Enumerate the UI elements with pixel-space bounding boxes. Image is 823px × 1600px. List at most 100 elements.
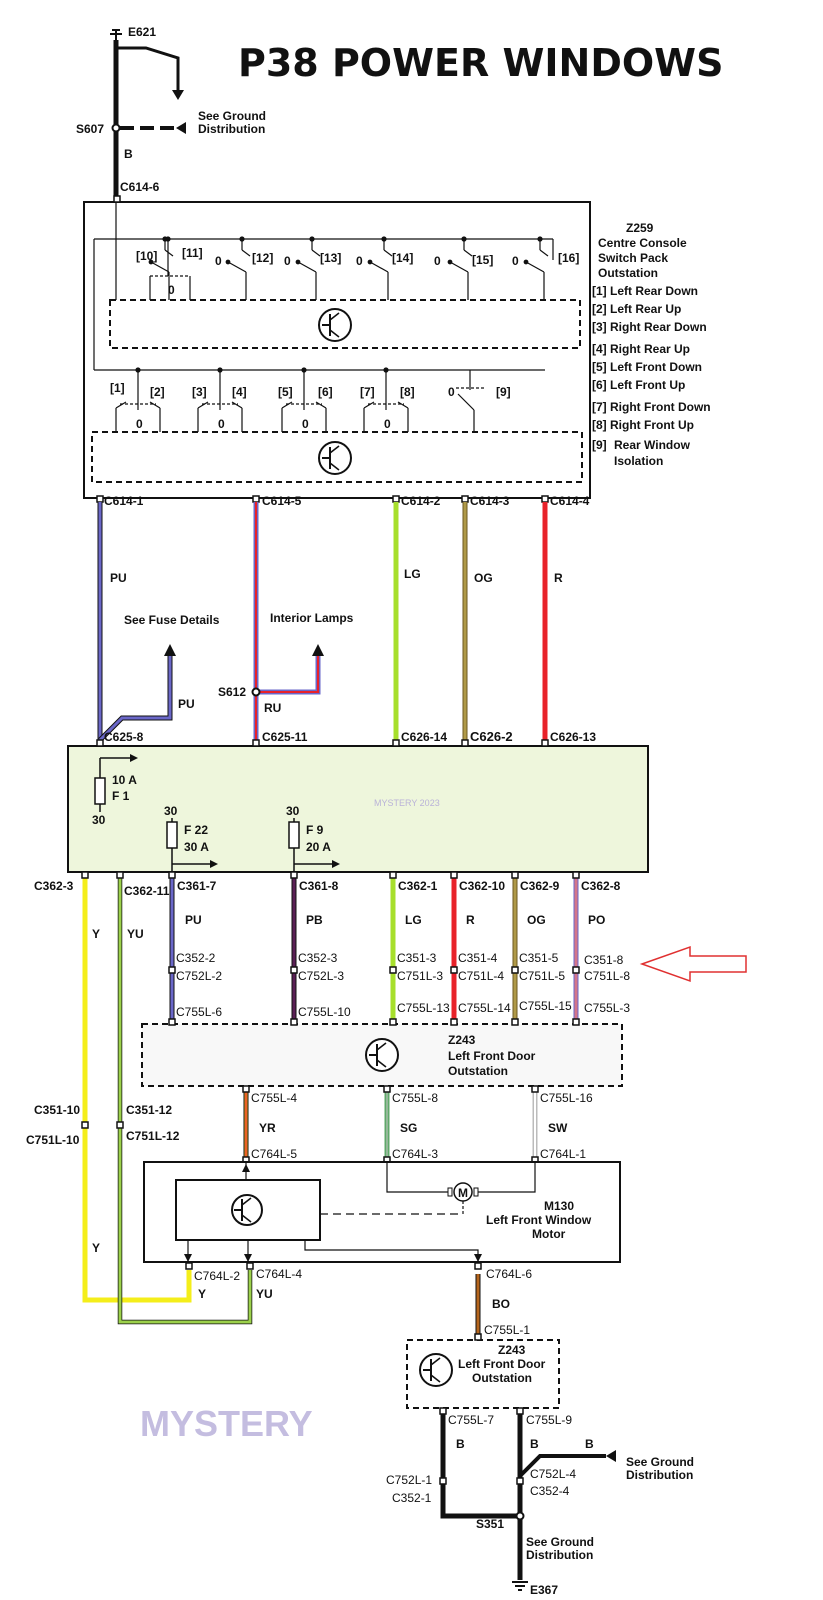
watermark-small: MYSTERY 2023: [374, 798, 440, 808]
c764l-2-label: C764L-2: [194, 1269, 240, 1283]
fuse-box-output-pin-1: [116, 871, 124, 879]
c362-3-label: C362-3: [34, 879, 74, 893]
top-switch-node-5: [537, 236, 543, 242]
c764l-3-label: C764L-3: [392, 1147, 438, 1161]
top-switch-blade-3: [369, 261, 389, 273]
c351-8-label: C351-8: [584, 953, 624, 967]
c362-9-label: C362-9: [520, 879, 560, 893]
legend-num-9: [9]: [592, 438, 607, 452]
bot-pair-blade-a-1: [197, 401, 209, 409]
switch-1-label: [1]: [110, 381, 125, 395]
zero-bot-4: 0: [384, 417, 391, 431]
see-ground-1: See Ground: [198, 109, 266, 123]
f1-rating: 10 A: [112, 773, 137, 787]
c755l-1-label: C755L-1: [484, 1323, 530, 1337]
door-input-pin-0: [168, 1018, 176, 1026]
c751l-3-label: C751L-3: [397, 969, 443, 983]
zero-top-4: 0: [356, 254, 363, 268]
c764l-6-label: C764L-6: [486, 1267, 532, 1281]
legend-num-3: [3]: [592, 320, 607, 334]
wire-y-label: Y: [92, 927, 100, 941]
top-switch-blade-5: [525, 261, 545, 273]
c362-8-label: C362-8: [581, 879, 621, 893]
c755l-15-label: C755L-15: [519, 999, 572, 1013]
top-switch-node-2: [309, 236, 315, 242]
fuse-box-output-pin-2: [168, 871, 176, 879]
wire-sw-label: SW: [548, 1121, 568, 1135]
see-ground-3b: Distribution: [626, 1468, 693, 1482]
legend-label-2: Left Rear Up: [610, 302, 681, 316]
switch-14-label: [14]: [392, 251, 413, 265]
switch-pack-output-pin-0: [96, 495, 104, 503]
watermark: MYSTERY: [140, 1403, 313, 1444]
switch-15-label: [15]: [472, 253, 493, 267]
switch-pack-output-pin-4: [541, 495, 549, 503]
wire-yu-label: YU: [127, 927, 144, 941]
c755l-6-label: C755L-6: [176, 1005, 222, 1019]
c361-8-label: C361-8: [299, 879, 339, 893]
c755l-13-label: C755L-13: [397, 1001, 450, 1015]
bot-pair-blade-a-0: [115, 401, 127, 409]
wire-sg-label: SG: [400, 1121, 417, 1135]
switch-5-label: [5]: [278, 385, 293, 399]
bot-pair-blade-b-3: [397, 401, 409, 409]
legend-label-4: Right Rear Up: [610, 342, 690, 356]
motor-bottom-pin-2: [474, 1262, 482, 1270]
bot-pair-blade-b-2: [315, 401, 327, 409]
z243b-line2: Outstation: [472, 1371, 532, 1385]
switch-6-label: [6]: [318, 385, 333, 399]
c755l-10-label: C755L-10: [298, 1005, 351, 1019]
c755l-3-label: C755L-3: [584, 1001, 630, 1015]
wires-mid: C362-3 C362-11 C361-7 C361-8 C362-1 C362…: [34, 871, 747, 1325]
legend-num-4: [4]: [592, 342, 607, 356]
door-input-pin-4: [511, 1018, 519, 1026]
wire-pb-label: PB: [306, 913, 323, 927]
c752l-2-label: C752L-2: [176, 969, 222, 983]
legend-label-6: Left Front Up: [610, 378, 685, 392]
c755l-14-label: C755L-14: [458, 1001, 511, 1015]
c362-1-label: C362-1: [398, 879, 438, 893]
wire-pu2-label: PU: [178, 697, 195, 711]
top-switch-contact-0: [164, 249, 174, 257]
switch-legend: [1]Left Rear Down[2]Left Rear Up[3]Right…: [592, 284, 711, 468]
top-switch-pivot-2: [295, 259, 301, 265]
see-ground-2b: Distribution: [526, 1548, 593, 1562]
top-switch-node-4: [461, 236, 467, 242]
door-outstation-2: BO C755L-1 Z243 Left Front Door Outstati…: [386, 1274, 694, 1597]
c755l-9-label: C755L-9: [526, 1413, 572, 1427]
wire-pu-label: PU: [110, 571, 127, 585]
top-switch-pivot-1: [225, 259, 231, 265]
legend-num-8: [8]: [592, 418, 607, 432]
top-switch-pivot-5: [523, 259, 529, 265]
top-switch-contact-2: [311, 249, 321, 257]
zero-top-1: 0: [168, 283, 175, 297]
top-switch-node-1: [239, 236, 245, 242]
c614-3-label: C614-3: [470, 494, 510, 508]
c626-13-label: C626-13: [550, 730, 596, 744]
switch-8-label: [8]: [400, 385, 415, 399]
c352-3-label: C352-3: [298, 951, 338, 965]
c362-10-label: C362-10: [459, 879, 505, 893]
ground-e621: E621: [110, 25, 184, 200]
e621-label: E621: [128, 25, 156, 39]
top-switch-blade-4: [449, 261, 469, 273]
f1-name: F 1: [112, 789, 130, 803]
c361-7-label: C361-7: [177, 879, 217, 893]
c755l-4-label: C755L-4: [251, 1091, 297, 1105]
fuse-box-output-pin-7: [572, 871, 580, 879]
z243-line2: Outstation: [448, 1064, 508, 1078]
sw9-blade: [457, 393, 475, 411]
z259-line3: Outstation: [598, 266, 658, 280]
f9-rating: 20 A: [306, 840, 331, 854]
wire-y2-label: Y: [198, 1287, 206, 1301]
inline-connector-3: [450, 966, 458, 974]
zero-top-5: 0: [434, 254, 441, 268]
top-switch-node-3: [381, 236, 387, 242]
wire-lg-mid-label: LG: [405, 913, 422, 927]
wire-yr-label: YR: [259, 1121, 276, 1135]
switch-12-label: [12]: [252, 251, 273, 265]
bot-pair-blade-b-1: [231, 401, 243, 409]
fuse-box-output-pin-6: [511, 871, 519, 879]
legend-num-1: [1]: [592, 284, 607, 298]
switch-pack-output-pin-1: [252, 495, 260, 503]
